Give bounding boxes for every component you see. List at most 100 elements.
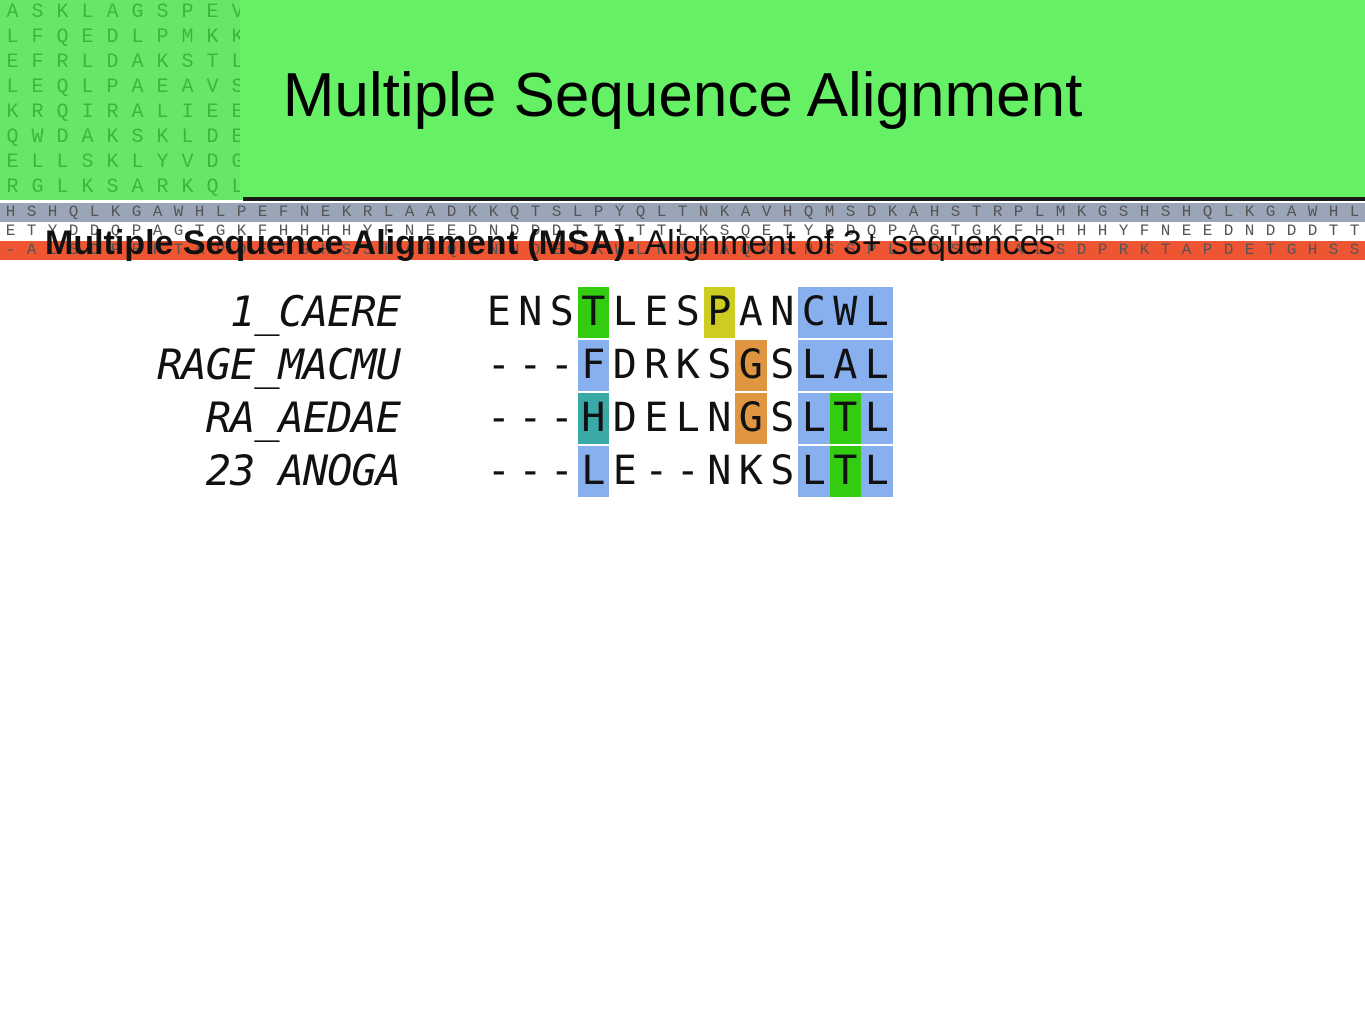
strip-letter: P (887, 222, 898, 240)
banner-letter: I (81, 101, 94, 124)
strip-letter: D (824, 222, 835, 240)
strip-letter: R (131, 241, 142, 259)
strip-letter: V (761, 203, 772, 221)
residue: - (486, 342, 511, 388)
strip-letter: K (488, 203, 499, 221)
strip-letter: M (824, 203, 835, 221)
strip-letter: K (467, 203, 478, 221)
banner-letter: L (31, 151, 44, 174)
banner-letter: L (81, 76, 94, 99)
strip-letter: G (1265, 203, 1276, 221)
strip-letter: K (992, 222, 1003, 240)
strip-letter: L (887, 241, 898, 259)
strip-letter: K (719, 203, 730, 221)
strip-letter: M (1055, 203, 1066, 221)
banner-letter: L (56, 151, 69, 174)
banner-letter: R (56, 51, 69, 74)
banner-letter: G (31, 176, 44, 199)
residue: L (612, 289, 637, 335)
strip-letter: A (152, 222, 163, 240)
slide-subtitle: Multiple Sequence Alignment (MSA): Align… (45, 224, 1056, 263)
banner-letter: Q (56, 26, 69, 49)
strip-letter: A (152, 203, 163, 221)
strip-letter: E (257, 241, 268, 259)
banner-letter: R (106, 101, 119, 124)
strip-letter: P (110, 241, 121, 259)
strip-letter: T (173, 241, 184, 259)
strip-letter: D (929, 241, 940, 259)
strip-letter: N (656, 241, 667, 259)
strip-letter: K (1139, 241, 1150, 259)
strip-letter: N (1160, 222, 1171, 240)
subtitle-definition: Alignment of 3+ sequences (636, 224, 1056, 262)
strip-letter: T (26, 222, 37, 240)
residue: - (486, 448, 511, 494)
banner-letter: K (181, 176, 194, 199)
banner-letter: K (106, 151, 119, 174)
banner-letter: S (81, 151, 94, 174)
banner-letter: F (31, 51, 44, 74)
banner-letter: K (156, 126, 169, 149)
strip-letter: L (656, 203, 667, 221)
banner-letter: V (181, 151, 194, 174)
residue: - (518, 448, 543, 494)
strip-letter: N (509, 241, 520, 259)
residue: - (644, 448, 669, 494)
strip-letter: Q (509, 203, 520, 221)
banner-letter: K (81, 176, 94, 199)
strip-letter: A (740, 203, 751, 221)
strip-letter: R (362, 203, 373, 221)
strip-letter: L (677, 222, 688, 240)
banner-letter: A (181, 76, 194, 99)
strip-letter: N (488, 222, 499, 240)
strip-letter: L (383, 203, 394, 221)
strip-letter: S (26, 203, 37, 221)
residue: S (675, 289, 700, 335)
strip-letter: A (908, 222, 919, 240)
residue: L (798, 446, 830, 497)
strip-letter: H (1328, 203, 1339, 221)
strip-letter: Q (866, 222, 877, 240)
strip-letter: T (656, 222, 667, 240)
residue: - (549, 448, 574, 494)
banner-letter: A (131, 176, 144, 199)
residue: N (707, 448, 732, 494)
strip-letter: A (908, 203, 919, 221)
strip-letter: N (803, 241, 814, 259)
banner-letter: E (31, 76, 44, 99)
strip-letter: T (782, 222, 793, 240)
strip-letter: D (89, 222, 100, 240)
residue: L (798, 340, 830, 391)
strip-letter: E (1244, 241, 1255, 259)
strip-letter: E (1202, 222, 1213, 240)
residue: - (486, 395, 511, 441)
residue: E (486, 289, 511, 335)
banner-letter: L (156, 101, 169, 124)
strip-letter: R (992, 203, 1003, 221)
residue: R (644, 342, 669, 388)
residue: H (577, 393, 609, 444)
residue: D (612, 395, 637, 441)
banner-letter: F (31, 26, 44, 49)
banner-letter: A (131, 101, 144, 124)
strip-letter: H (341, 222, 352, 240)
banner-letter: I (181, 101, 194, 124)
banner-letter: K (6, 101, 19, 124)
banner-letter: Q (56, 101, 69, 124)
residue: E (644, 395, 669, 441)
strip-letter: W (173, 203, 184, 221)
strip-letter: K (593, 241, 604, 259)
strip-letter: L (383, 241, 394, 259)
strip-letter: S (824, 241, 835, 259)
residue: T (829, 393, 861, 444)
strip-letter: P (866, 241, 877, 259)
residue: L (861, 340, 893, 391)
residue: P (703, 287, 735, 338)
strip-letter: K (236, 222, 247, 240)
strip-letter: N (677, 241, 688, 259)
residue: D (612, 342, 637, 388)
